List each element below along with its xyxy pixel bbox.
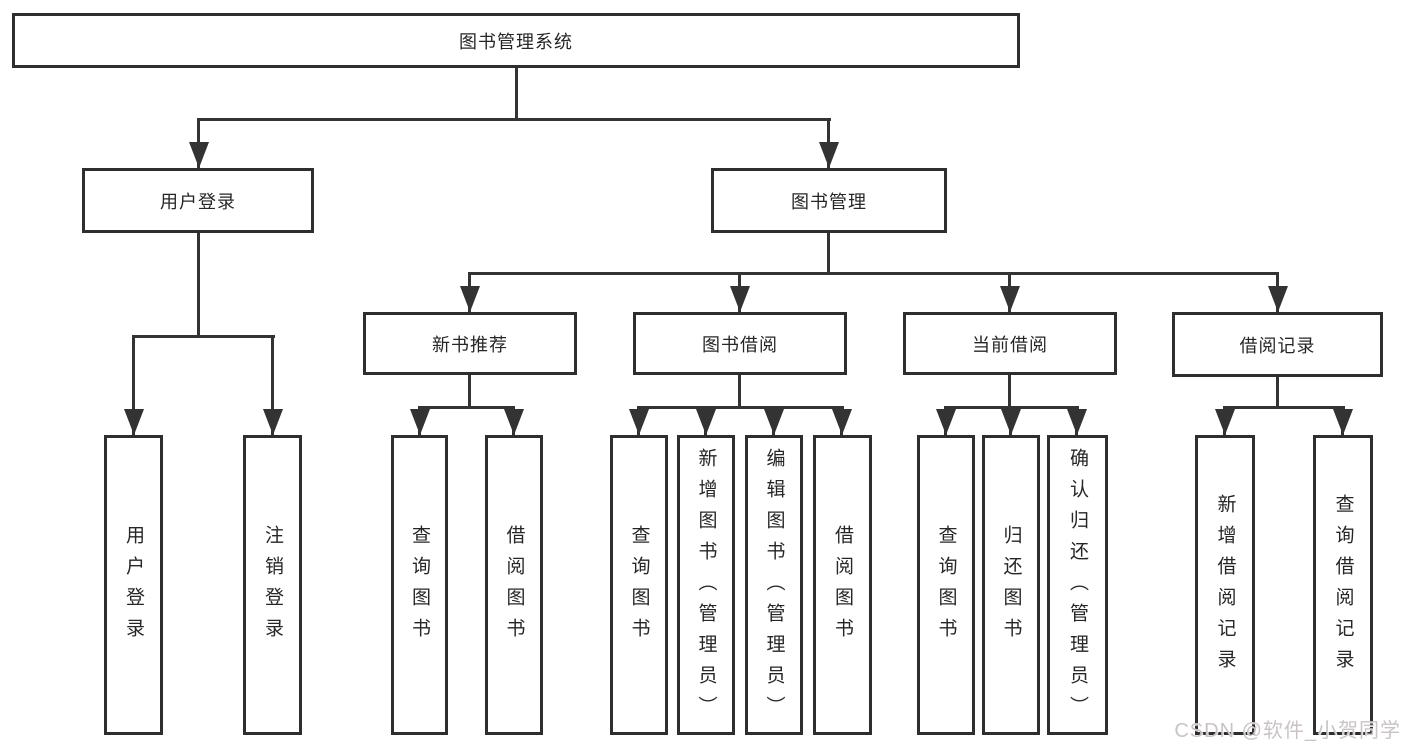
connector-line — [418, 406, 515, 409]
leaf-confirm-return-admin: 确认归还（管理员） — [1047, 435, 1108, 735]
connector-line — [1223, 406, 1345, 409]
arrow-down-icon — [410, 409, 430, 435]
connector-line — [827, 233, 830, 272]
arrow-down-icon — [1001, 409, 1021, 435]
node-user-login: 用户登录 — [82, 168, 314, 233]
leaf-query-books-borrow: 查询图书 — [610, 435, 668, 735]
connector-line — [1276, 377, 1279, 406]
arrow-down-icon — [1268, 286, 1288, 312]
node-root: 图书管理系统 — [12, 13, 1020, 68]
leaf-borrow-books-new: 借阅图书 — [485, 435, 543, 735]
connector-line — [132, 335, 275, 338]
watermark: CSDN @软件_小贺同学 — [1174, 720, 1401, 742]
leaf-query-books-new: 查询图书 — [391, 435, 448, 735]
arrow-down-icon — [1067, 409, 1087, 435]
arrow-down-icon — [764, 409, 784, 435]
arrow-down-icon — [189, 142, 209, 168]
node-borrow-records: 借阅记录 — [1172, 312, 1383, 377]
arrow-down-icon — [460, 286, 480, 312]
node-current-borrow: 当前借阅 — [903, 312, 1117, 375]
arrow-down-icon — [629, 409, 649, 435]
connector-line — [468, 272, 1279, 275]
leaf-add-book-admin: 新增图书（管理员） — [677, 435, 735, 735]
connector-line — [132, 335, 135, 435]
connector-line — [1008, 375, 1011, 406]
leaf-borrow-books: 借阅图书 — [813, 435, 872, 735]
arrow-down-icon — [936, 409, 956, 435]
leaf-logout: 注销登录 — [243, 435, 302, 735]
connector-line — [637, 406, 844, 409]
connector-line — [197, 118, 831, 121]
leaf-query-borrow-record: 查询借阅记录 — [1313, 435, 1373, 735]
node-book-borrow: 图书借阅 — [633, 312, 847, 375]
connector-line — [738, 375, 741, 406]
leaf-edit-book-admin: 编辑图书（管理员） — [745, 435, 803, 735]
arrow-down-icon — [819, 142, 839, 168]
arrow-down-icon — [1000, 286, 1020, 312]
connector-line — [197, 233, 200, 335]
leaf-return-book: 归还图书 — [982, 435, 1040, 735]
node-new-books: 新书推荐 — [363, 312, 577, 375]
leaf-add-borrow-record: 新增借阅记录 — [1195, 435, 1255, 735]
node-book-management: 图书管理 — [711, 168, 947, 233]
leaf-query-books-current: 查询图书 — [917, 435, 975, 735]
arrow-down-icon — [263, 409, 283, 435]
arrow-down-icon — [1215, 409, 1235, 435]
arrow-down-icon — [1333, 409, 1353, 435]
arrow-down-icon — [124, 409, 144, 435]
arrow-down-icon — [696, 409, 716, 435]
arrow-down-icon — [730, 286, 750, 312]
arrow-down-icon — [832, 409, 852, 435]
connector-line — [515, 68, 518, 118]
arrow-down-icon — [504, 409, 524, 435]
leaf-user-login: 用户登录 — [104, 435, 163, 735]
connector-line — [271, 335, 274, 435]
connector-line — [468, 375, 471, 406]
